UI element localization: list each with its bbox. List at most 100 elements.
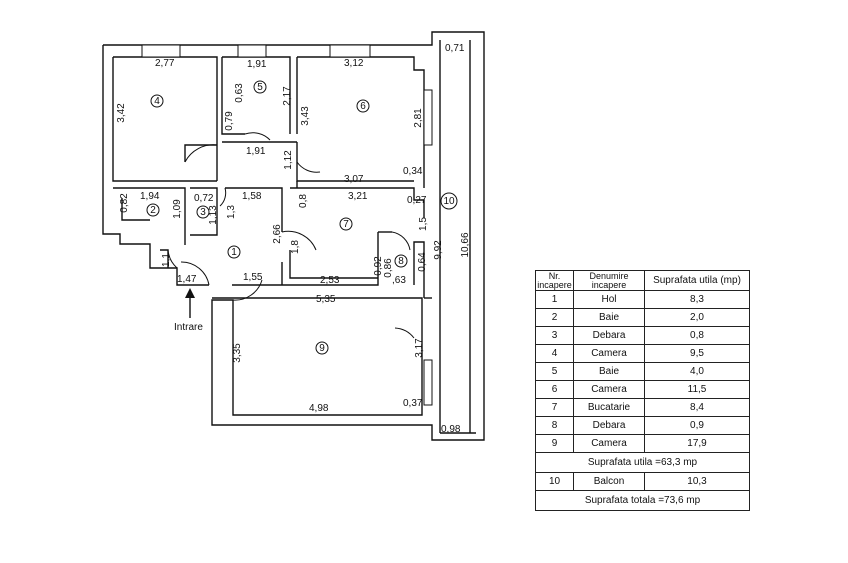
cell-nr: 5 [535, 362, 574, 381]
cell-name: Debara [573, 416, 645, 435]
dimension-label: 3,21 [348, 191, 368, 202]
total-cell: Suprafata totala =73,6 mp [535, 490, 750, 511]
vertical-dimension-labels: 3,42 0,63 2,17 0,79 3,43 2,81 1,12 0,82 … [116, 83, 471, 363]
room-number: 1 [231, 247, 237, 258]
dimension-label: 2,53 [320, 275, 340, 286]
cell-name: Camera [573, 344, 645, 363]
windows [141, 44, 433, 406]
dimension-label: 1,1 [161, 253, 172, 267]
header-nr: Nr.incapere [535, 270, 574, 291]
dimension-label: 2,17 [282, 86, 293, 106]
dimension-label: 3,07 [344, 174, 364, 185]
room-number: 7 [343, 219, 349, 230]
dimension-label: 1,09 [172, 199, 183, 219]
room-number: 5 [257, 82, 263, 93]
dimension-label: 2,81 [413, 108, 424, 128]
room-number: 4 [154, 96, 160, 107]
cell-nr: 6 [535, 380, 574, 399]
dimension-label: 0,92 [373, 256, 384, 276]
dimension-label: 1,5 [418, 217, 429, 231]
cell-area: 8,4 [644, 398, 750, 417]
dimension-label: 0,8 [298, 194, 309, 208]
total-row: Suprafata totala =73,6 mp [535, 490, 750, 511]
dimension-label: 0,72 [194, 193, 214, 204]
dimension-label: 0,82 [119, 193, 130, 213]
dimension-label: 10,66 [460, 232, 471, 257]
cell-name: Baie [573, 308, 645, 327]
dimension-label: 0,98 [441, 424, 461, 435]
header-name-label-2: incapere [591, 279, 627, 290]
dimension-label: 3,17 [414, 338, 425, 358]
dimension-label: 0,71 [445, 43, 465, 54]
dimension-label: 1,91 [247, 59, 267, 70]
dimension-label: 1,12 [283, 150, 294, 170]
dimension-label: 1,55 [243, 272, 263, 283]
entrance-label: Intrare [174, 322, 203, 333]
walls [102, 31, 485, 441]
cell-area: 4,0 [644, 362, 750, 381]
dimension-label: 2,66 [272, 224, 283, 244]
dimension-label: 0,86 [383, 258, 394, 278]
room-markers [146, 80, 458, 355]
room-number: 6 [360, 101, 366, 112]
dimension-label: 3,12 [344, 58, 364, 69]
dimension-label: 1,91 [246, 146, 266, 157]
cell-name: Baie [573, 362, 645, 381]
room-number: 8 [398, 256, 404, 267]
dimension-label: 1,13 [208, 205, 219, 225]
cell-area: 9,5 [644, 344, 750, 363]
cell-nr: 2 [535, 308, 574, 327]
dimension-label: 9,92 [433, 240, 444, 260]
dimension-label: 4,98 [309, 403, 329, 414]
dimension-label: 0,79 [224, 111, 235, 131]
door-swings [167, 132, 415, 339]
dimension-label: 1,8 [290, 240, 301, 254]
dimension-label: 0,63 [234, 83, 245, 103]
header-nr-label-2: incapere [537, 279, 572, 290]
dimension-label: 2,77 [155, 58, 175, 69]
cell-nr: 9 [535, 434, 574, 453]
cell-area: 8,3 [644, 290, 750, 309]
dimension-label: 0,34 [403, 166, 423, 177]
dimension-label: 1,58 [242, 191, 262, 202]
cell-area: 0,8 [644, 326, 750, 345]
dimension-label: 3,43 [300, 106, 311, 126]
room-numbers: 1 2 3 4 5 6 7 8 9 10 [150, 82, 455, 354]
cell-area: 2,0 [644, 308, 750, 327]
header-area: Suprafata utila (mp) [644, 270, 750, 291]
cell-nr: 10 [535, 472, 574, 491]
dimension-label: 1,47 [177, 274, 197, 285]
cell-nr: 4 [535, 344, 574, 363]
dimension-label: 1,94 [140, 191, 160, 202]
cell-name: Camera [573, 434, 645, 453]
cell-area: 17,9 [644, 434, 750, 453]
header-name-label: Denumire [589, 270, 629, 281]
room-number: 9 [319, 343, 325, 354]
cell-area: 11,5 [644, 380, 750, 399]
cell-nr: 8 [535, 416, 574, 435]
subtotal-row: Suprafata utila =63,3 mp [535, 452, 750, 473]
subtotal-cell: Suprafata utila =63,3 mp [535, 452, 750, 473]
header-nr-label: Nr. [548, 270, 561, 281]
dimension-label: 0,64 [417, 252, 428, 272]
room-number: 2 [150, 205, 156, 216]
cell-area: 0,9 [644, 416, 750, 435]
room-number: 10 [443, 196, 455, 207]
cell-nr: 7 [535, 398, 574, 417]
dimension-label: 3,35 [232, 343, 243, 363]
dimension-label: 5,35 [316, 294, 336, 305]
cell-name: Debara [573, 326, 645, 345]
entrance-arrow-icon [185, 288, 195, 318]
cell-name: Hol [573, 290, 645, 309]
